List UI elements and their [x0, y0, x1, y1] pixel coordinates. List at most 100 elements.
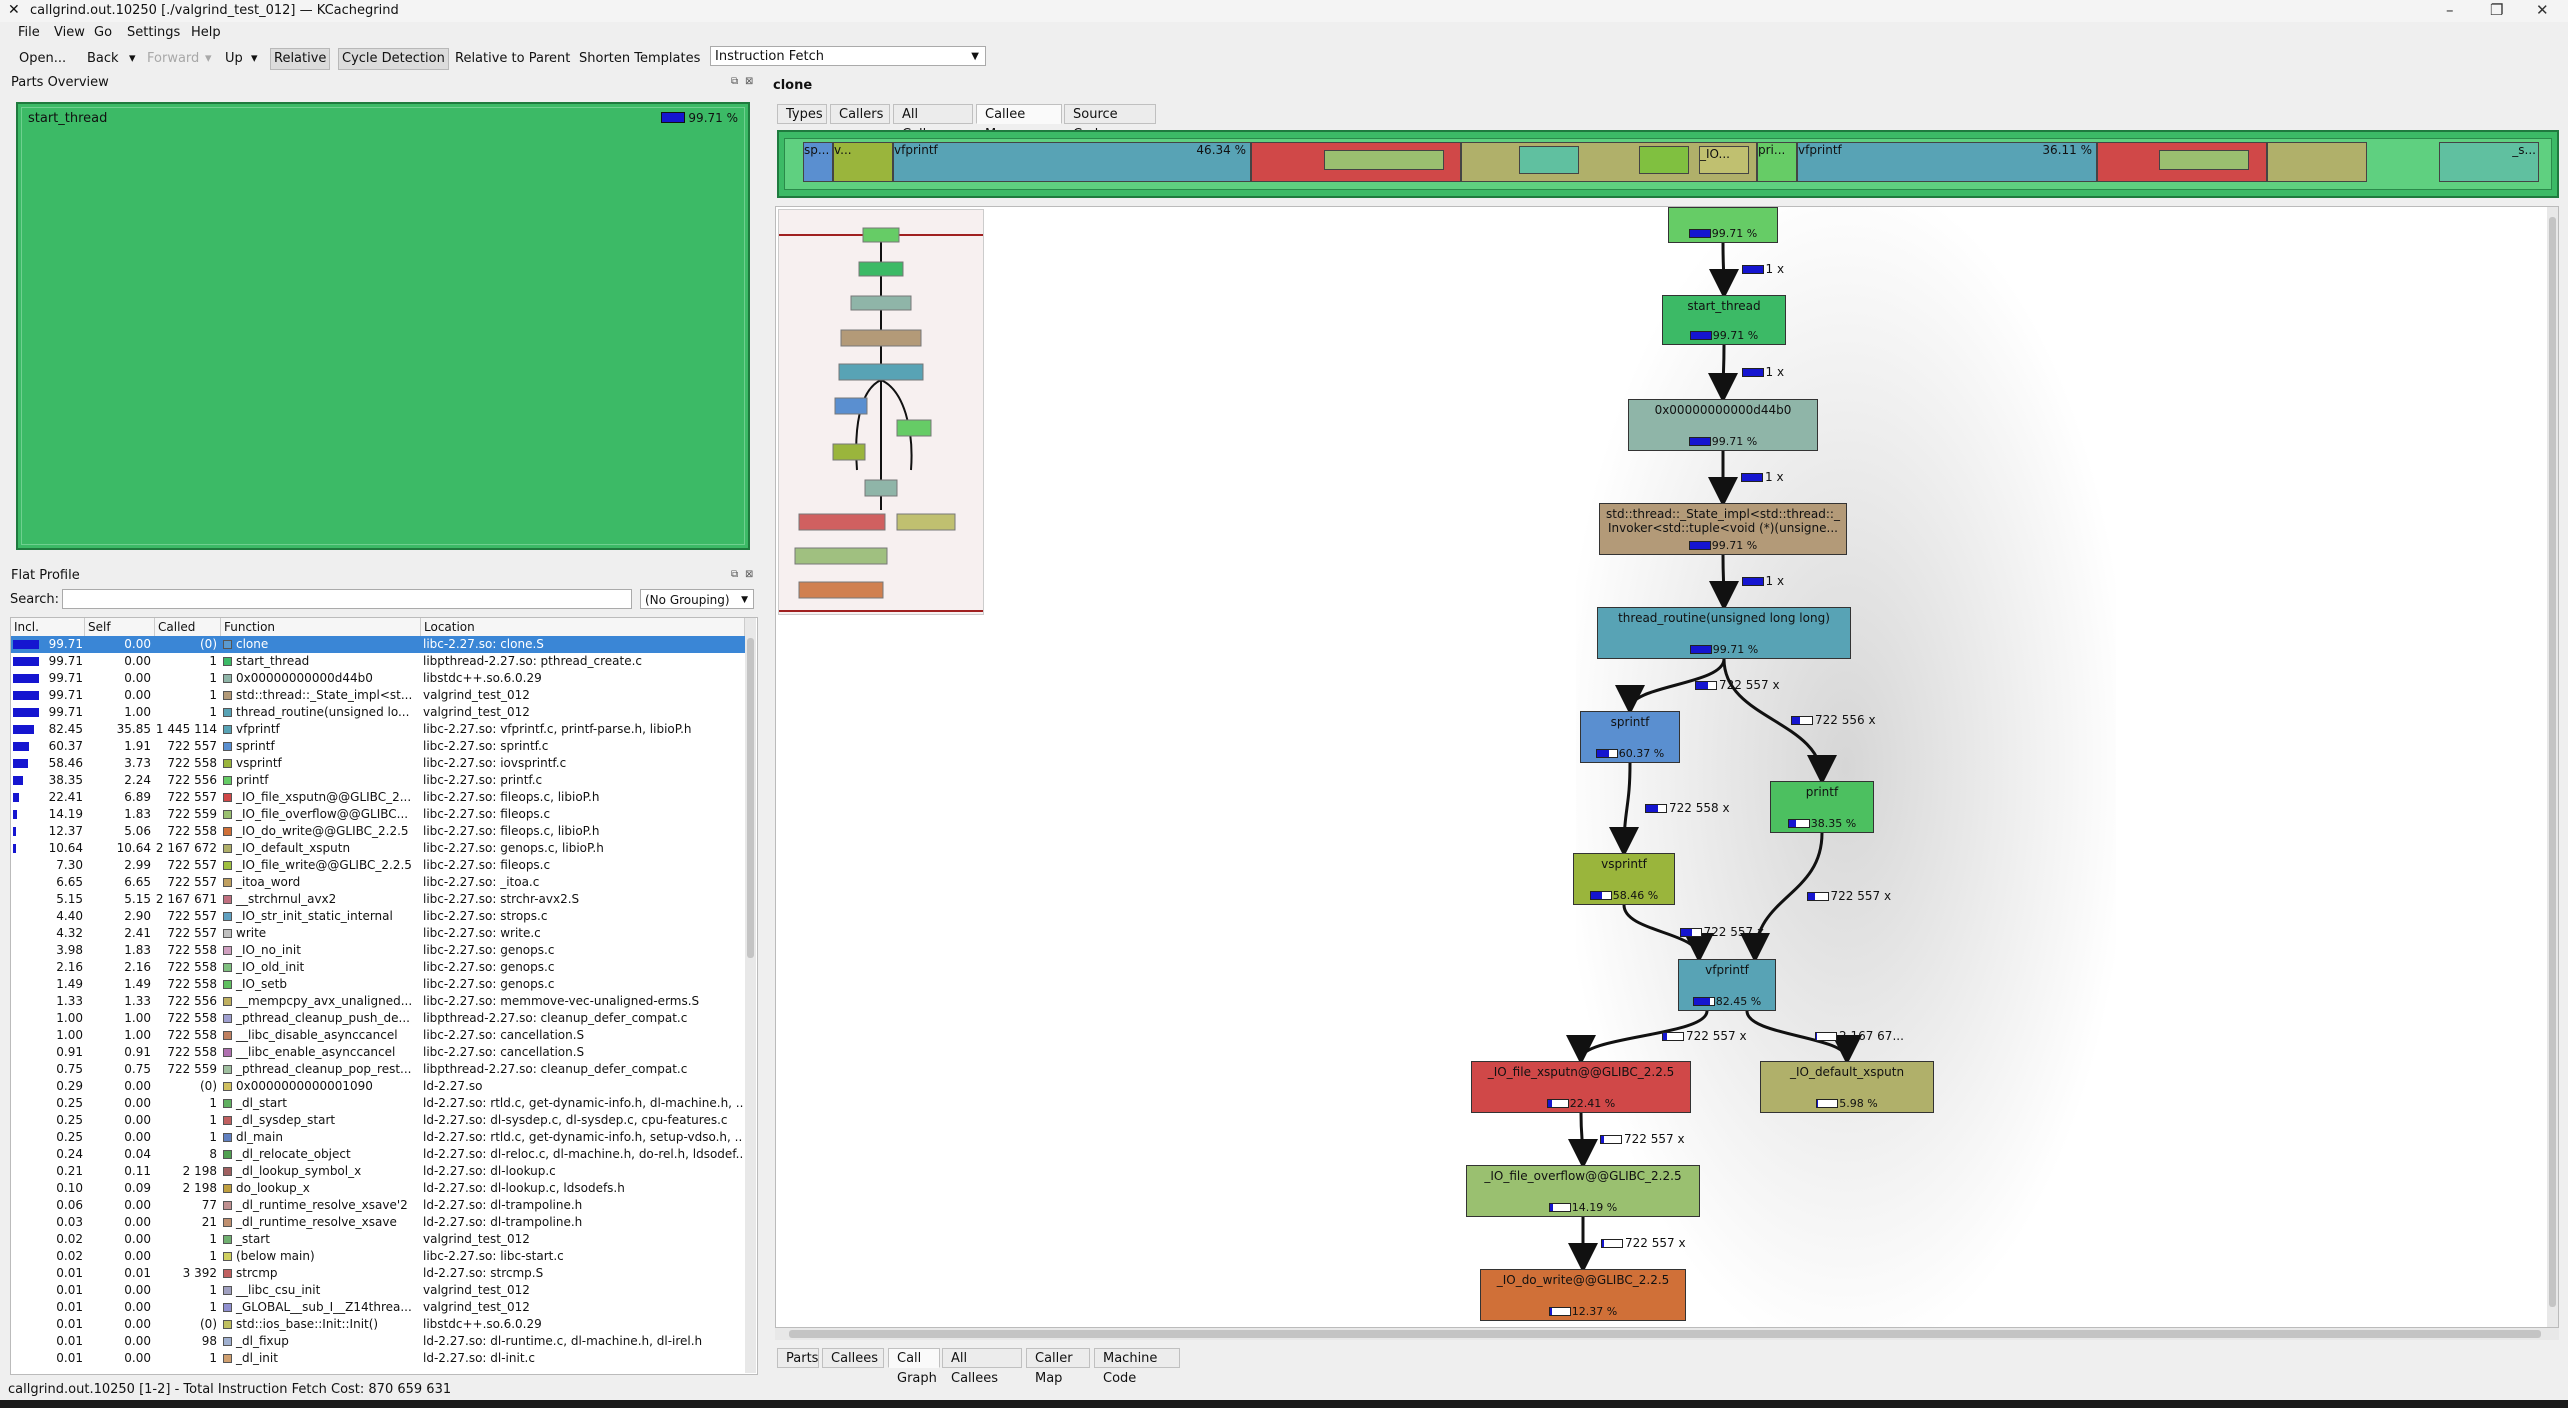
parts-overview-map[interactable]: start_thread 99.71 %	[16, 102, 750, 550]
cmap-overflow-1[interactable]	[1324, 150, 1444, 170]
graph-edge[interactable]	[1622, 904, 1714, 963]
col-function[interactable]: Function	[221, 618, 421, 636]
tab-callee-map[interactable]: Callee Map	[976, 104, 1062, 142]
col-self[interactable]: Self	[85, 618, 155, 636]
cmap-default-xsputn-2[interactable]	[2267, 142, 2367, 182]
cmap-small-3[interactable]: _IO...	[1699, 146, 1749, 174]
tab-all-callers[interactable]: All Callers	[893, 104, 973, 142]
dock-float-icon[interactable]: ⧉	[731, 76, 739, 87]
grouping-select[interactable]: (No Grouping) ▼	[640, 589, 754, 609]
graph-edge[interactable]	[1615, 658, 1726, 715]
back-button[interactable]: Back	[87, 51, 119, 66]
tab-callers[interactable]: Callers	[830, 104, 890, 124]
tab-source-code[interactable]: Source Code	[1064, 104, 1156, 142]
graph-edge[interactable]	[1745, 1010, 1862, 1065]
col-called[interactable]: Called	[155, 618, 221, 636]
dock-close-icon[interactable]: ⊠	[745, 76, 754, 87]
tab-all-callees[interactable]: All Callees	[942, 1348, 1022, 1386]
graph-edge[interactable]	[1708, 554, 1739, 611]
menu-view[interactable]: View	[54, 25, 85, 40]
cmap-sprintf[interactable]: sp...	[803, 142, 833, 182]
tab-call-graph[interactable]: Call Graph	[888, 1348, 940, 1386]
forward-dropdown-icon[interactable]: ▾	[205, 51, 212, 66]
graph-node-clone[interactable]: 99.71 %	[1668, 207, 1778, 243]
menu-help[interactable]: Help	[191, 25, 221, 40]
cmap-vfprintf-1[interactable]: vfprintf 46.34 %	[893, 142, 1251, 182]
graph-vscroll[interactable]	[2547, 207, 2558, 1327]
cmap-printf[interactable]: pri...	[1757, 142, 1797, 182]
graph-edge[interactable]	[1722, 658, 1837, 785]
tab-machine-code[interactable]: Machine Code	[1094, 1348, 1180, 1386]
cmap-small-1[interactable]	[1519, 146, 1579, 174]
tab-parts[interactable]: Parts	[777, 1348, 819, 1368]
flat-profile-table[interactable]: Incl. Self Called Function Location 99.7…	[10, 617, 758, 1375]
up-dropdown-icon[interactable]: ▾	[251, 51, 258, 66]
part-start-thread[interactable]: start_thread 99.71 %	[21, 107, 745, 545]
graph-edge[interactable]	[1609, 762, 1640, 857]
dock-float-icon[interactable]: ⧉	[731, 569, 739, 580]
graph-node-state[interactable]: std::thread::_State_impl<std::thread::_I…	[1599, 503, 1847, 555]
graph-edge[interactable]	[1567, 1112, 1598, 1169]
col-location[interactable]: Location	[421, 618, 745, 636]
maximize-icon[interactable]: ❐	[2490, 1, 2504, 19]
col-incl[interactable]: Incl.	[11, 618, 85, 636]
forward-button[interactable]: Forward	[147, 51, 200, 66]
graph-edge[interactable]	[1740, 832, 1824, 963]
minimize-icon[interactable]: –	[2446, 1, 2454, 19]
cycle-detection-toggle[interactable]: Cycle Detection	[338, 48, 449, 70]
search-input[interactable]	[62, 589, 632, 609]
graph-edge[interactable]	[1566, 1010, 1709, 1065]
flat-scrollbar-thumb[interactable]	[747, 638, 754, 958]
close-icon[interactable]: ✕	[2536, 1, 2549, 19]
cmap-small-2[interactable]	[1639, 146, 1689, 174]
graph-minimap[interactable]	[778, 209, 984, 615]
menu-go[interactable]: Go	[94, 25, 113, 40]
open-button[interactable]: Open...	[19, 51, 67, 66]
cmap-small-4[interactable]: _s...	[2439, 142, 2539, 182]
